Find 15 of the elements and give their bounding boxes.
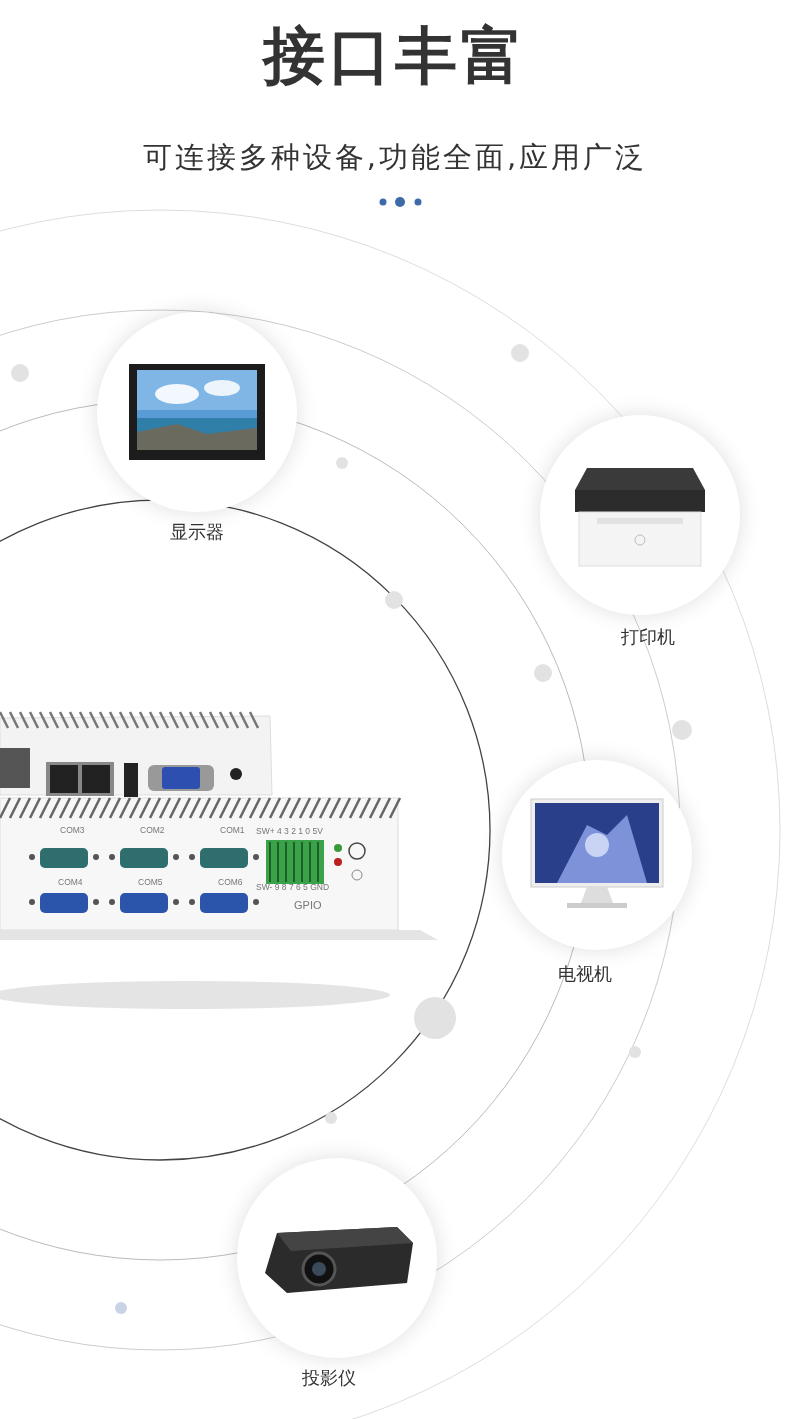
port-label: GPIO <box>294 899 322 911</box>
device-label: 电视机 <box>557 962 613 986</box>
port-label: COM1 <box>220 825 245 835</box>
port-label: COM5 <box>138 877 163 887</box>
port-label: COM2 <box>140 825 165 835</box>
port-label: SW- 9 8 7 6 5 GND <box>256 882 330 892</box>
subtitle: 可连接多种设备,功能全面,应用广泛 <box>141 139 649 176</box>
device-label: 打印机 <box>620 625 676 649</box>
page-title: 接口丰富 <box>260 18 528 94</box>
device-label: 投影仪 <box>301 1366 357 1390</box>
device-label: 显示器 <box>169 520 225 544</box>
port-label: COM6 <box>218 877 243 887</box>
port-label: COM3 <box>60 825 85 835</box>
port-label: SW+ 4 3 2 1 0 5V <box>256 826 323 836</box>
port-label: COM4 <box>58 877 83 887</box>
